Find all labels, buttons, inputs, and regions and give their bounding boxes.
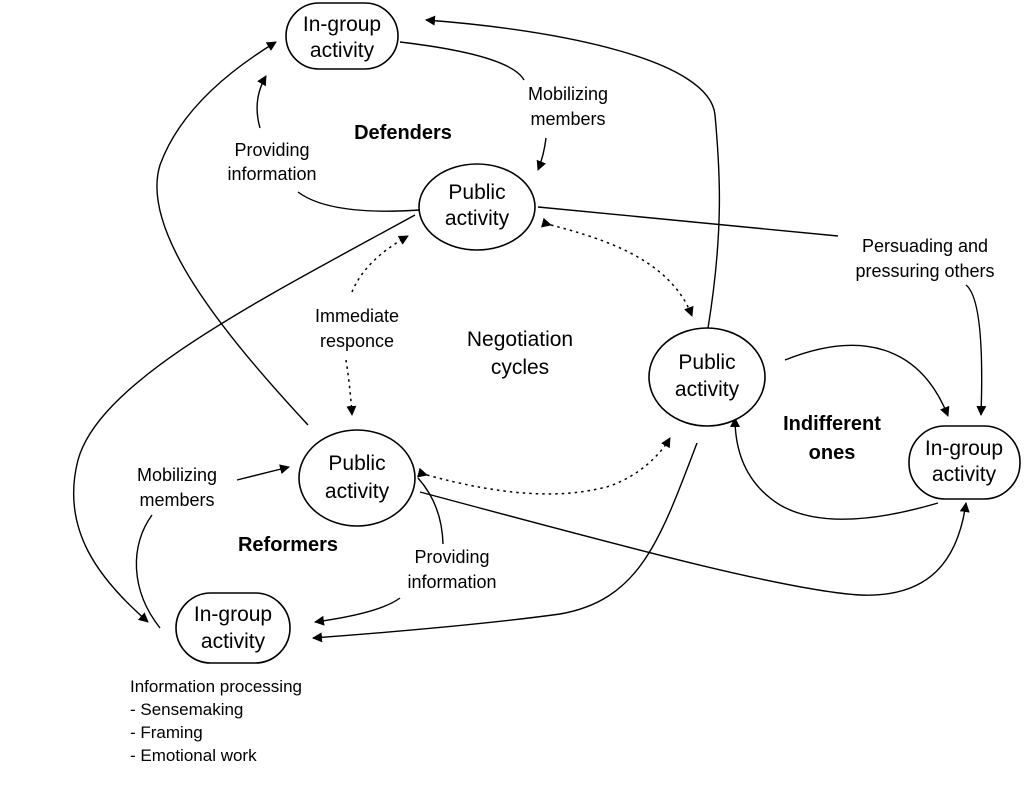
edge-defenders-ingroup-to-mobilizing: [399, 41, 525, 81]
node-defenders-public: Public activity: [418, 163, 536, 251]
edge-label-defenders-mobilizing: Mobilizing members: [528, 84, 608, 129]
center-label-line: cycles: [491, 356, 549, 379]
node-line-1: Public: [328, 452, 385, 475]
edge-label-line: Mobilizing: [137, 465, 217, 485]
edge-reformers-public-to-indifferent-ingroup: [419, 491, 970, 596]
node-line-1: Public: [448, 181, 505, 204]
node-line-2: activity: [310, 39, 375, 62]
node-indifferent-ingroup: In-group activity: [908, 425, 1021, 500]
info-processing-title: Information processing: [130, 677, 302, 696]
node-line-2: activity: [325, 480, 390, 503]
node-line-1: In-group: [925, 437, 1003, 460]
edge-defenders-public-to-providing: [297, 191, 421, 212]
edge-label-line: members: [139, 490, 214, 510]
node-line-1: In-group: [303, 13, 381, 36]
edge-reformers-public-to-defenders-ingroup: [156, 41, 309, 426]
edge-defenders-public-to-persuading: [537, 206, 839, 237]
group-label-indifferent: Indifferent ones: [783, 413, 881, 464]
edge-label-reformers-mobilizing: Mobilizing members: [137, 465, 217, 510]
group-label-defenders: Defenders: [354, 122, 452, 144]
edge-reformers-public-to-providing: [417, 477, 444, 545]
edge-reformers-ingroup-to-mobilizing: [135, 514, 161, 629]
edge-label-reformers-providing: Providing information: [407, 547, 496, 592]
edge-immediate-to-defenders-public: [351, 235, 409, 293]
edge-label-line: responce: [320, 331, 394, 351]
edge-label-line: Providing: [234, 140, 309, 160]
edge-indifferent-ingroup-to-indifferent-public: [730, 417, 939, 520]
edges: [73, 15, 987, 643]
edge-providing-to-reformers-ingroup: [314, 597, 401, 626]
info-processing-item: - Sensemaking: [130, 700, 243, 719]
group-label-line: ones: [809, 442, 856, 464]
node-reformers-ingroup: In-group activity: [175, 592, 291, 664]
edge-label-line: Persuading and: [862, 236, 988, 256]
edge-label-immediate: Immediate responce: [315, 306, 399, 351]
edge-label-line: Providing: [414, 547, 489, 567]
node-indifferent-public: Public activity: [648, 327, 766, 427]
node-line-1: Public: [678, 351, 735, 374]
info-processing-list: Information processing - Sensemaking - F…: [130, 677, 302, 765]
group-label-reformers: Reformers: [238, 534, 338, 556]
edge-label-line: pressuring others: [855, 261, 994, 281]
edge-indifferent-public-to-indifferent-ingroup: [784, 344, 950, 417]
group-label-line: Indifferent: [783, 413, 881, 435]
node-defenders-ingroup: In-group activity: [285, 2, 399, 70]
edge-indifferent-public-to-defenders-ingroup: [425, 15, 721, 329]
edge-providing-to-defenders-ingroup: [256, 75, 267, 129]
edge-label-line: Immediate: [315, 306, 399, 326]
node-line-2: activity: [445, 207, 510, 230]
edge-label-line: information: [407, 572, 496, 592]
edge-defenders-public-to-reformers-ingroup: [73, 214, 416, 623]
center-label-line: Negotiation: [467, 328, 573, 351]
node-line-2: activity: [932, 463, 997, 486]
edge-label-line: members: [530, 109, 605, 129]
center-label: Negotiation cycles: [467, 328, 573, 379]
edge-label-line: information: [227, 164, 316, 184]
edge-mobilizing-to-reformers-public: [236, 464, 290, 481]
node-line-1: In-group: [194, 603, 272, 626]
edge-indifferent-public-to-reformers-ingroup: [312, 442, 698, 643]
edge-label-persuading: Persuading and pressuring others: [855, 236, 994, 281]
edge-mobilizing-to-defenders-public: [536, 137, 547, 171]
edge-immediate-to-reformers-public: [345, 359, 357, 416]
edge-defenders-public-indifferent-public-dotted: [541, 217, 694, 317]
info-processing-item: - Emotional work: [130, 746, 257, 765]
edge-reformers-public-indifferent-public-dotted: [416, 437, 671, 495]
info-processing-item: - Framing: [130, 723, 203, 742]
node-line-2: activity: [201, 630, 266, 653]
edge-persuading-to-indifferent-ingroup: [965, 284, 987, 416]
edge-label-line: Mobilizing: [528, 84, 608, 104]
node-line-2: activity: [675, 378, 740, 401]
edge-label-defenders-providing: Providing information: [227, 140, 316, 184]
node-reformers-public: Public activity: [298, 429, 416, 527]
